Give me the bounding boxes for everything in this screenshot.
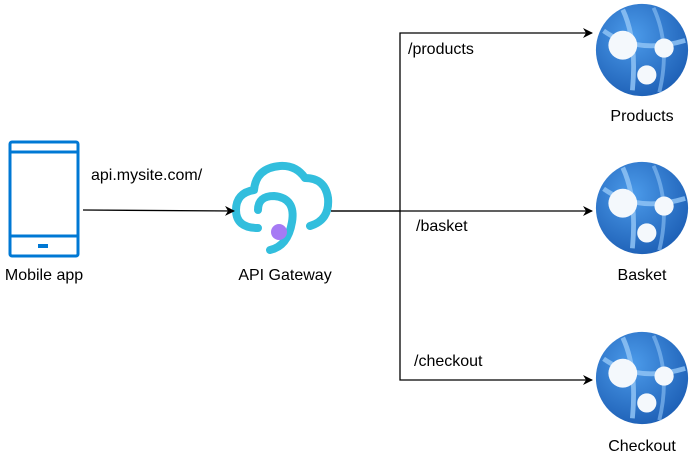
basket-globe-icon [596,162,688,254]
api-gateway-label: API Gateway [238,267,332,284]
checkout-globe-icon [596,332,688,424]
edge-label-checkout: /checkout [414,353,483,370]
checkout-label: Checkout [608,438,676,455]
edge-label-products: /products [408,41,474,58]
edge-mobile-to-gateway [82,205,235,216]
edge-label-api-url: api.mysite.com/ [91,167,203,184]
products-globe-icon [596,4,688,96]
edge-gateway-to-checkout [399,211,593,385]
basket-label: Basket [617,267,667,284]
products-label: Products [610,108,674,125]
mobile-app-label: Mobile app [4,267,84,284]
mobile-phone-icon [8,140,80,258]
edge-label-basket: /basket [416,218,468,235]
cloud-gateway-icon [232,161,333,254]
